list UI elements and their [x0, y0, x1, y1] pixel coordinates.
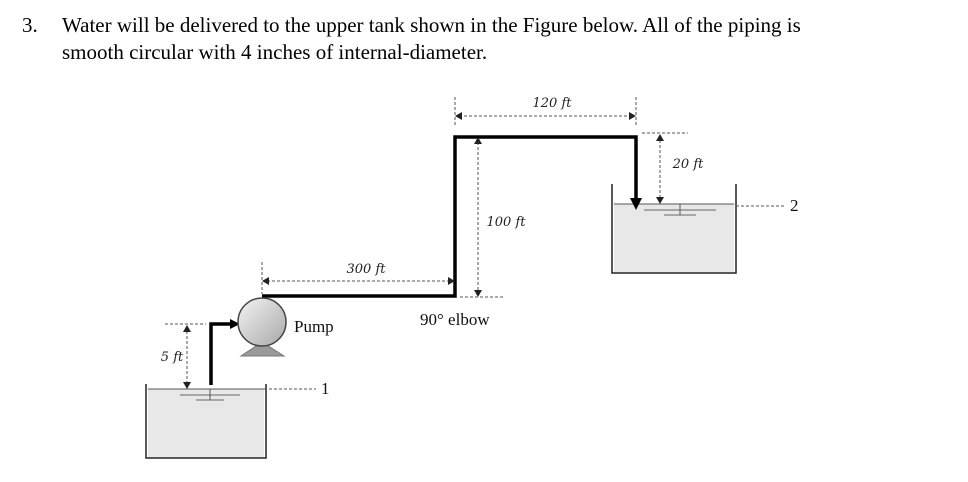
- lower-tank: [145, 384, 267, 459]
- problem-text-line-1: Water will be delivered to the upper tan…: [62, 13, 801, 37]
- dim-120ft-label: 120 ft: [532, 96, 572, 111]
- upper-tank-water: [614, 204, 734, 272]
- suction-flow-arrow: [230, 319, 240, 329]
- pump-base: [239, 341, 286, 357]
- point-1-label: 1: [321, 379, 330, 398]
- dim-300ft-label: 300 ft: [346, 262, 386, 277]
- dim-20ft: [642, 132, 785, 207]
- discharge-flow-arrow: [630, 198, 642, 210]
- dim-120ft: [454, 97, 637, 125]
- discharge-pipe: [262, 135, 638, 298]
- piping: [209, 135, 638, 385]
- suction-pipe: [209, 322, 236, 385]
- upper-tank-walls: [611, 184, 737, 274]
- point-2-label: 2: [790, 196, 799, 215]
- dim-5ft-label: 5 ft: [161, 350, 184, 365]
- upper-tank: [611, 184, 737, 274]
- pump-label: Pump: [294, 317, 334, 336]
- lower-tank-walls: [145, 384, 267, 459]
- dim-300ft: [261, 262, 455, 294]
- lower-tank-water: [148, 389, 264, 457]
- pump-body: [237, 297, 287, 347]
- problem-number: 3.: [22, 13, 38, 37]
- problem-text-line-2: smooth circular with 4 inches of interna…: [62, 40, 488, 64]
- elbow-label: 90° elbow: [420, 310, 490, 329]
- dim-100ft-label: 100 ft: [486, 215, 526, 230]
- dim-100ft: [460, 137, 505, 298]
- dim-20ft-label: 20 ft: [672, 157, 704, 172]
- dim-5ft: [165, 323, 206, 389]
- pump: [237, 297, 287, 357]
